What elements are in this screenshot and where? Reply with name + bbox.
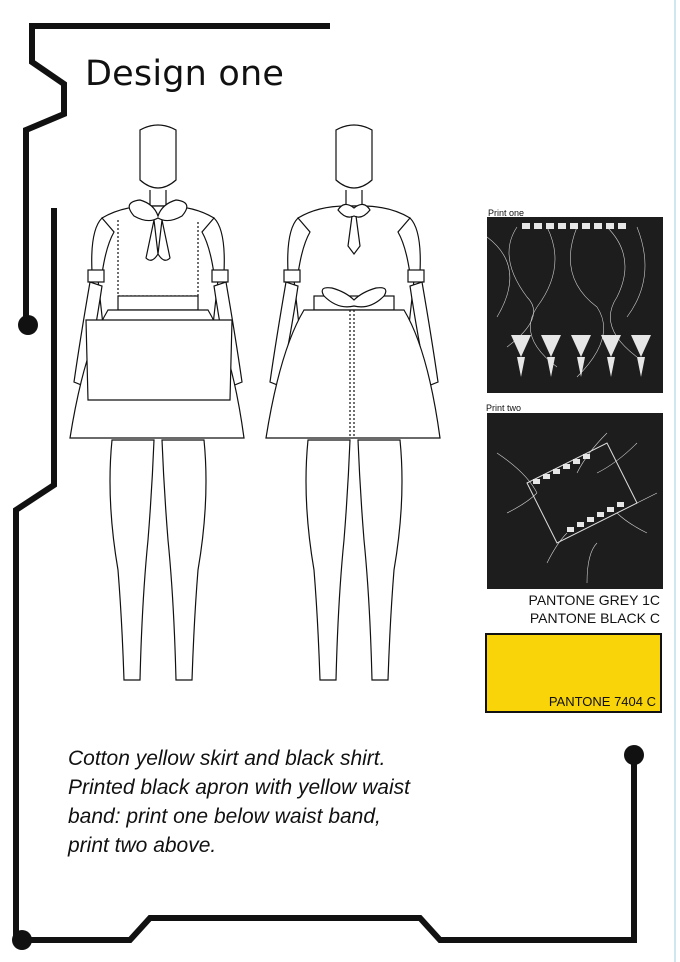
left-leg: [109, 439, 155, 681]
caption-line: Cotton yellow skirt and black shirt.: [68, 747, 386, 770]
frame-node-right: [624, 745, 644, 765]
print-two-pattern: [496, 432, 658, 584]
apron: [85, 319, 233, 401]
left-cuff: [87, 269, 105, 283]
print-two-label: Print two: [486, 403, 522, 413]
caption-line: Printed black apron with yellow waist: [68, 776, 410, 799]
head: [139, 124, 177, 189]
right-leg: [161, 439, 207, 681]
print-one-swatch: [486, 217, 663, 393]
print-two-swatch: [487, 413, 663, 589]
pantone-yellow-label: PANTONE 7404 C: [548, 694, 656, 709]
back-view-sketch: [265, 124, 441, 681]
print-one-label: Print one: [488, 208, 525, 218]
collar-bow: [128, 199, 188, 222]
design-caption: Cotton yellow skirt and black shirt. Pri…: [68, 744, 488, 860]
front-view-sketch: [69, 124, 245, 681]
caption-line: band: print one below waist band,: [68, 805, 381, 828]
pantone-black-label: PANTONE BLACK C: [529, 610, 660, 626]
page-title: Design one: [85, 54, 285, 94]
frame-node-top-left: [18, 315, 38, 335]
pantone-grey-label: PANTONE GREY 1C: [528, 592, 660, 608]
print-one-pattern: [486, 223, 651, 378]
frame-node-bottom-left: [12, 930, 32, 950]
right-cuff: [211, 269, 229, 283]
caption-line: print two above.: [68, 834, 217, 857]
pantone-yellow-swatch: PANTONE 7404 C: [485, 633, 662, 713]
